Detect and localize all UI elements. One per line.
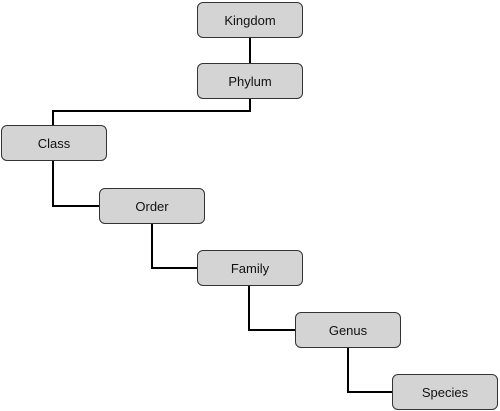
edge-phylum-class (52, 99, 251, 125)
node-species-label: Species (421, 384, 469, 400)
node-class-label: Class (37, 135, 71, 151)
edge-class-order (52, 161, 99, 207)
edge-family-genus (248, 286, 295, 331)
node-kingdom: Kingdom (197, 2, 303, 38)
node-kingdom-label: Kingdom (224, 12, 276, 28)
node-phylum-label: Phylum (228, 73, 272, 89)
node-order: Order (99, 188, 205, 224)
node-family-label: Family (230, 260, 270, 276)
edge-order-family (151, 224, 197, 269)
node-phylum: Phylum (197, 63, 303, 99)
node-class: Class (1, 125, 107, 161)
edge-genus-species (347, 348, 392, 393)
node-order-label: Order (135, 198, 169, 214)
node-species: Species (392, 374, 498, 410)
node-genus-label: Genus (328, 322, 368, 338)
node-family: Family (197, 250, 303, 286)
node-genus: Genus (295, 312, 401, 348)
